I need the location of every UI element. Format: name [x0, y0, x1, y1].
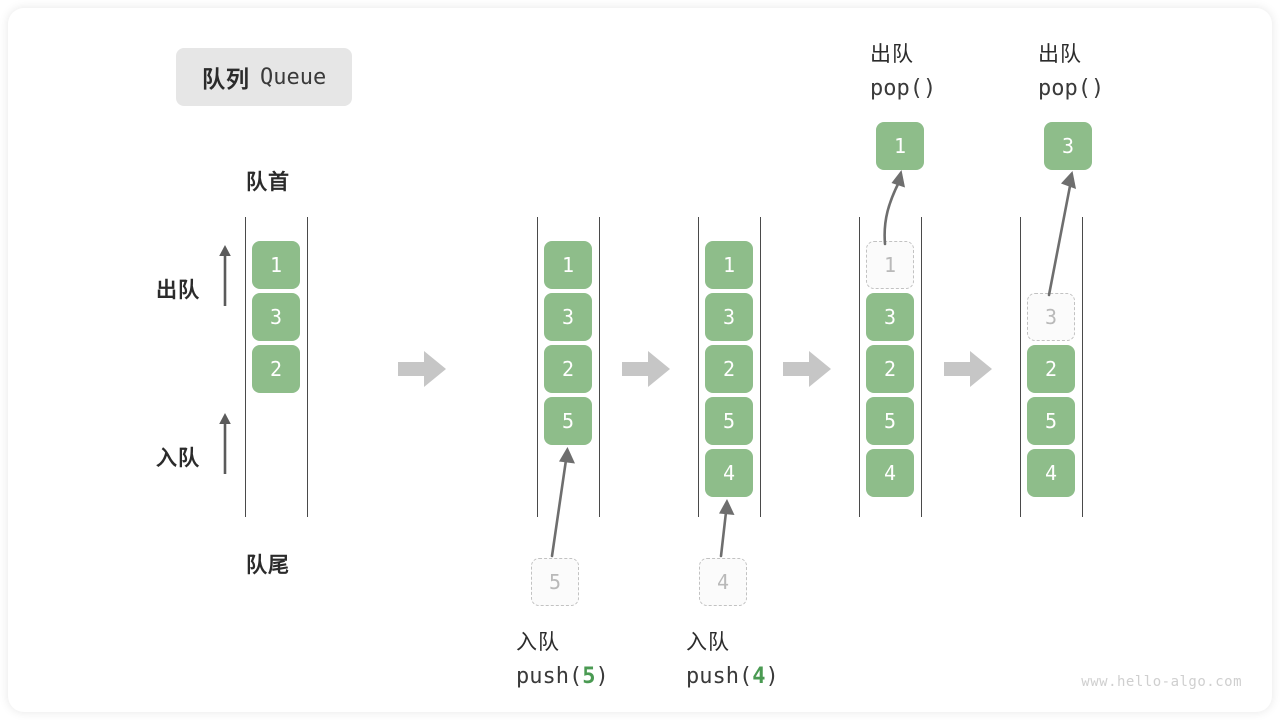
- queue-cell: 1: [544, 241, 592, 289]
- push-5-code-suffix: ): [595, 664, 609, 689]
- queue-cell: 4: [705, 449, 753, 497]
- incoming-ghost-cell: 4: [699, 558, 747, 606]
- popped-cell: 3: [1044, 122, 1092, 170]
- queue-rail-stage-1: [245, 217, 308, 517]
- queue-cell: 5: [544, 397, 592, 445]
- pop-3-chinese-label: 出队: [1038, 43, 1082, 66]
- push-4-code-number: 4: [752, 664, 766, 689]
- step-arrow-icon: [622, 351, 670, 387]
- push-4-code-label: push(4): [686, 660, 779, 694]
- popped-cell: 1: [876, 122, 924, 170]
- title-badge: 队列 Queue: [176, 48, 353, 106]
- push-4-code-prefix: push(: [686, 664, 753, 689]
- dequeue-direction-arrow-icon: [219, 245, 231, 306]
- queue-cell: 1: [705, 241, 753, 289]
- enqueue-legend-label: 入队: [156, 447, 200, 470]
- queue-cell: 3: [252, 293, 300, 341]
- push-4-code-suffix: ): [765, 664, 779, 689]
- queue-cell: 5: [866, 397, 914, 445]
- queue-cell: 3: [544, 293, 592, 341]
- step-arrow-icon: [783, 351, 831, 387]
- pop-1-code-label: pop(): [870, 76, 937, 101]
- outgoing-ghost-cell: 3: [1027, 293, 1075, 341]
- outgoing-ghost-cell: 1: [866, 241, 914, 289]
- step-arrow-icon: [398, 351, 446, 387]
- pop-3-code-label: pop(): [1038, 76, 1105, 101]
- incoming-ghost-cell: 5: [531, 558, 579, 606]
- queue-cell: 4: [866, 449, 914, 497]
- push-5-code-label: push(5): [516, 660, 609, 694]
- push-5-code-number: 5: [582, 664, 596, 689]
- push-5-code-prefix: push(: [516, 664, 583, 689]
- diagram-canvas: 队列 Queue 队首 队尾 出队 入队 1 3 2 1 3 2 5 5 入队 …: [8, 8, 1272, 712]
- pop-3-operation-label: 出队 pop(): [1038, 38, 1104, 106]
- queue-cell: 2: [705, 345, 753, 393]
- push-4-operation-label: 入队 push(4): [686, 626, 779, 694]
- queue-cell: 5: [1027, 397, 1075, 445]
- queue-cell: 2: [866, 345, 914, 393]
- watermark: www.hello-algo.com: [1081, 674, 1242, 690]
- queue-front-label: 队首: [246, 171, 290, 194]
- queue-cell: 5: [705, 397, 753, 445]
- pop-1-chinese-label: 出队: [870, 43, 914, 66]
- queue-cell: 1: [252, 241, 300, 289]
- queue-cell: 2: [544, 345, 592, 393]
- queue-cell: 2: [1027, 345, 1075, 393]
- queue-cell: 4: [1027, 449, 1075, 497]
- push-5-operation-label: 入队 push(5): [516, 626, 609, 694]
- pop-1-operation-label: 出队 pop(): [870, 38, 936, 106]
- step-arrow-icon: [944, 351, 992, 387]
- title-english: Queue: [260, 64, 327, 90]
- queue-rear-label: 队尾: [246, 554, 290, 577]
- queue-cell: 3: [866, 293, 914, 341]
- dequeue-legend-label: 出队: [156, 279, 200, 302]
- push-4-chinese-label: 入队: [686, 631, 730, 654]
- queue-cell: 2: [252, 345, 300, 393]
- title-chinese: 队列: [202, 66, 250, 92]
- queue-rail-stage-4: [859, 217, 922, 517]
- queue-rail-stage-2: [537, 217, 600, 517]
- queue-rail-stage-3: [698, 217, 761, 517]
- queue-rail-stage-5: [1020, 217, 1083, 517]
- push-5-chinese-label: 入队: [516, 631, 560, 654]
- queue-cell: 3: [705, 293, 753, 341]
- enqueue-direction-arrow-icon: [219, 413, 231, 474]
